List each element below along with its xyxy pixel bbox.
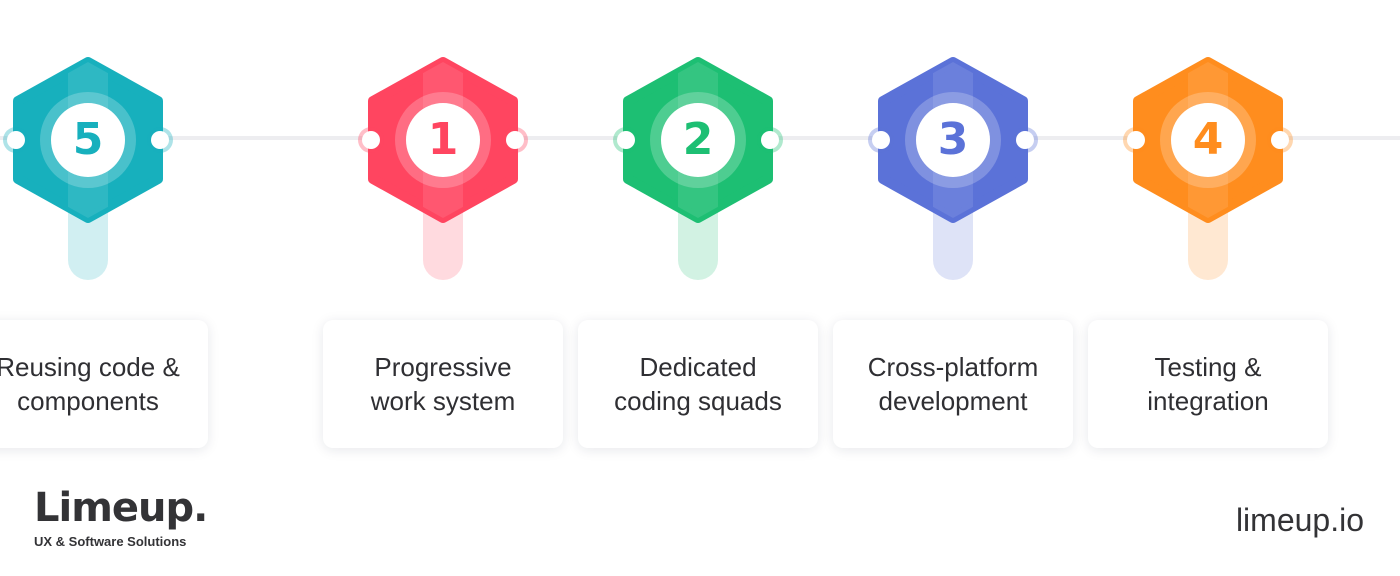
step-card: Testing & integration [1088,320,1328,448]
step-card: Progressive work system [323,320,563,448]
hexagon-badge [3,57,173,223]
logo-tagline: UX & Software Solutions [34,534,187,549]
step-number: 3 [937,114,969,165]
left-node [872,131,890,149]
step-1: 1 Progressive work system [323,57,563,450]
website-url: limeup.io [1235,502,1364,538]
step-2: 2 Dedicated coding squads [578,57,818,450]
number-circle [1171,103,1245,177]
step-card: Cross-platform development [833,320,1073,448]
step-number: 2 [682,114,714,165]
logo-wordmark: Limeup. [34,485,208,531]
step-4: 4 Testing & integration [1088,57,1328,450]
step-label: Dedicated coding squads [614,352,782,416]
limeup-logo: Limeup. UX & Software Solutions [34,484,208,550]
left-node [7,131,25,149]
right-node [506,131,524,149]
step-label: Progressive work system [370,352,516,416]
hexagon-badge [868,57,1038,223]
left-node [1127,131,1145,149]
step-number: 1 [427,114,459,165]
step-number: 5 [72,114,104,165]
right-node [1016,131,1034,149]
hexagon-badge [613,57,783,223]
number-circle [51,103,125,177]
right-node [1271,131,1289,149]
step-number: 4 [1192,114,1224,165]
left-node [362,131,380,149]
step-label: Reusing code & components [0,352,180,416]
step-card: Dedicated coding squads [578,320,818,448]
number-circle [406,103,480,177]
right-node [151,131,169,149]
right-node [761,131,779,149]
step-label: Testing & integration [1147,352,1269,416]
step-card: Reusing code & components [0,320,208,448]
step-3: 3 Cross-platform development [833,57,1073,450]
number-circle [661,103,735,177]
number-circle [916,103,990,177]
hexagon-badge [358,57,528,223]
left-node [617,131,635,149]
step-label: Cross-platform development [867,352,1039,416]
hexagon-badge [1123,57,1293,223]
step-5: 5 Reusing code & components [0,57,208,450]
